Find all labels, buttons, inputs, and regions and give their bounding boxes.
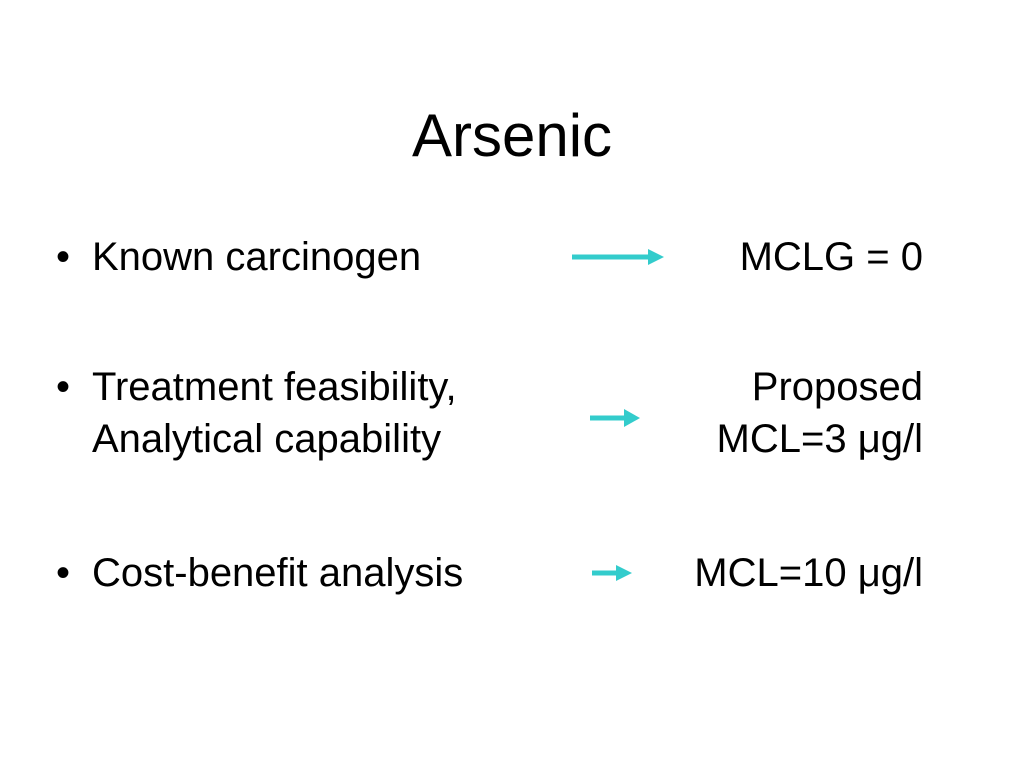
item-result-line: MCL=3 μg/l xyxy=(716,417,923,461)
item-result-line: MCLG = 0 xyxy=(739,235,923,279)
item-result: MCL=10 μg/l xyxy=(694,547,923,599)
item-cause-line: Cost-benefit analysis xyxy=(92,551,464,595)
right-arrow-icon xyxy=(590,409,640,427)
item-result-line: MCL=10 μg/l xyxy=(694,551,923,595)
right-arrow-icon xyxy=(592,565,632,581)
bullet-marker: • xyxy=(56,235,71,279)
right-arrow-icon xyxy=(572,249,664,265)
bullet-marker: • xyxy=(56,365,71,409)
item-cause-line: Known carcinogen xyxy=(92,235,422,279)
item-cause-line: Analytical capability xyxy=(92,417,442,461)
slide-title: Arsenic xyxy=(411,102,613,169)
item-result: Proposed MCL=3 μg/l xyxy=(717,361,923,465)
item-cause-line: Treatment feasibility, xyxy=(92,365,457,409)
item-cause: Known carcinogen xyxy=(92,231,421,283)
item-result: MCLG = 0 xyxy=(740,231,923,283)
item-result-line: Proposed xyxy=(751,365,923,409)
item-cause: Treatment feasibility, Analytical capabi… xyxy=(92,361,457,465)
item-cause: Cost-benefit analysis xyxy=(92,547,463,599)
bullet-marker: • xyxy=(56,551,71,595)
